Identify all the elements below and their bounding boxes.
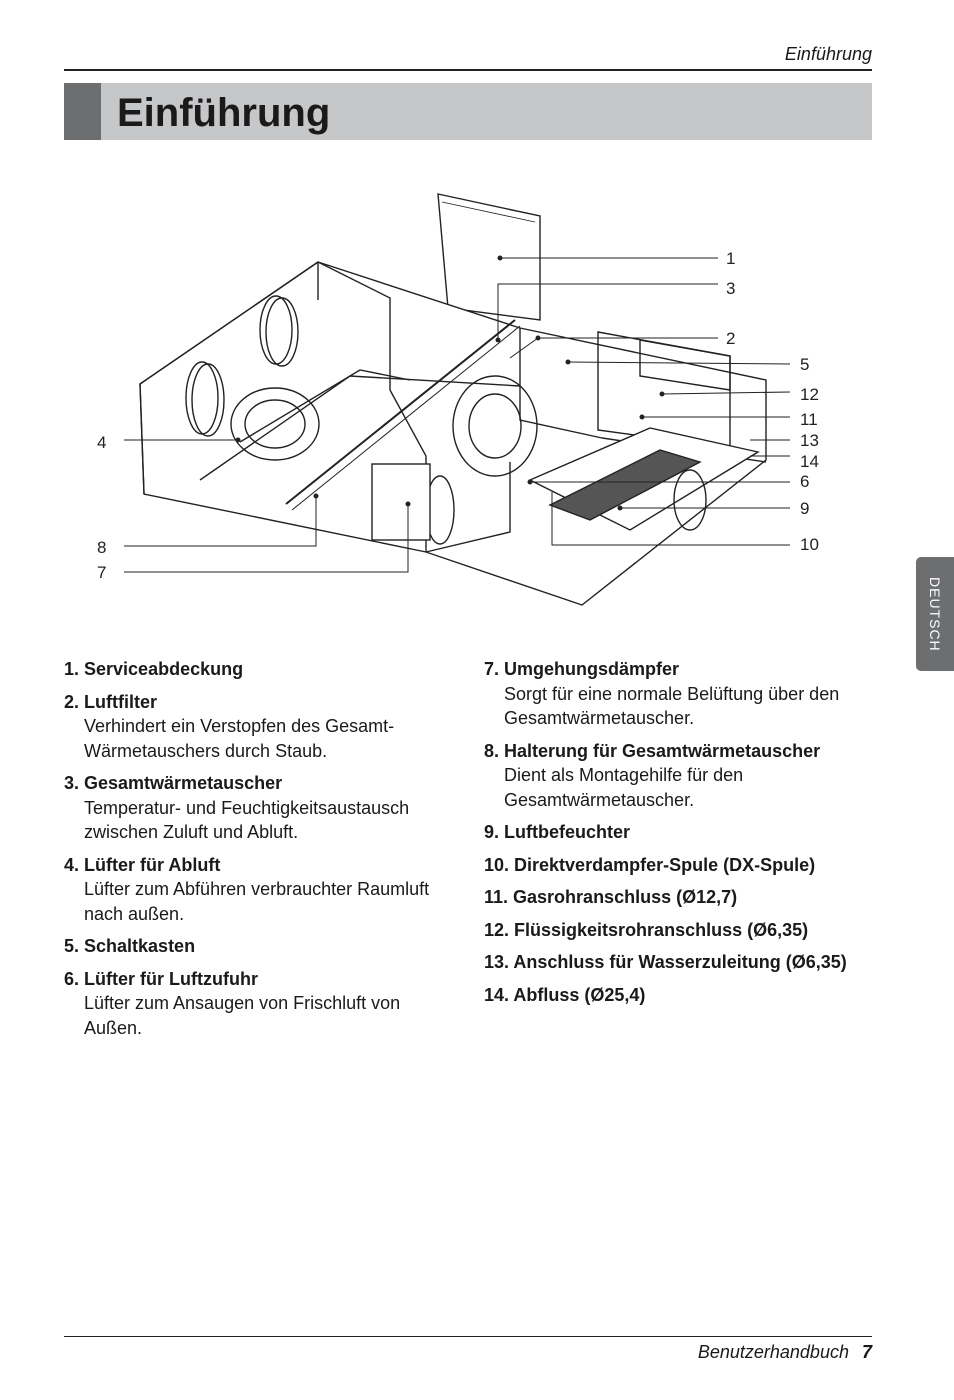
callout-10: 10 [800, 535, 819, 554]
list-item: 1. Serviceabdeckung [64, 657, 454, 682]
callout-11: 11 [800, 410, 818, 429]
unit-diagram: 1 3 2 5 12 11 13 14 6 9 10 4 8 7 [97, 193, 819, 606]
callout-1: 1 [726, 249, 735, 268]
top-rule [64, 69, 872, 71]
list-item: 14. Abfluss (Ø25,4) [484, 983, 884, 1008]
list-item: 11. Gasrohranschluss (Ø12,7) [484, 885, 884, 910]
title-band: Einführung [64, 83, 872, 140]
callout-9: 9 [800, 499, 809, 518]
item-description: Dient als Montagehilfe für den Gesamtwär… [504, 765, 744, 810]
item-title: 11. Gasrohranschluss (Ø12,7) [484, 887, 738, 907]
page-title: Einführung [117, 91, 331, 135]
item-title: 4. Lüfter für Abluft [64, 854, 221, 875]
item-title: 12. Flüssigkeitsrohranschluss (Ø6,35) [484, 919, 809, 940]
leader-lines [124, 255, 791, 573]
item-title: 1. Serviceabdeckung [64, 659, 244, 679]
unit-drawing [139, 193, 767, 606]
list-item: 8. Halterung für Gesamtwärmetauscher Die… [484, 739, 884, 813]
item-description: Lüfter zum Abführen verbrauchter Raumluf… [84, 879, 430, 924]
list-item: 9. Luftbefeuchter [484, 820, 884, 845]
callout-3: 3 [726, 279, 735, 298]
item-description: Verhindert ein Verstopfen des Gesamt-Wär… [84, 716, 395, 761]
item-title: 5. Schaltkasten [64, 936, 196, 956]
callout-7: 7 [97, 563, 106, 582]
item-title: 14. Abfluss (Ø25,4) [484, 984, 646, 1005]
item-title: 7. Umgehungsdämpfer [484, 659, 680, 679]
item-title: 8. Halterung für Gesamtwärmetauscher [484, 740, 821, 761]
callout-2: 2 [726, 329, 735, 348]
running-header: Einführung [784, 44, 872, 64]
parts-list-right: 7. Umgehungsdämpfer Sorgt für eine norma… [484, 657, 884, 1015]
language-tab-label: DEUTSCH [927, 576, 943, 652]
list-item: 7. Umgehungsdämpfer Sorgt für eine norma… [484, 657, 884, 731]
language-tab: DEUTSCH [916, 557, 954, 671]
page-number: 7 [861, 1342, 872, 1362]
list-item: 5. Schaltkasten [64, 934, 454, 959]
list-item: 10. Direktverdampfer-Spule (DX-Spule) [484, 853, 884, 878]
footer: Benutzerhandbuch 7 [698, 1342, 872, 1363]
item-title: 13. Anschluss für Wasserzuleitung (Ø6,35… [484, 952, 847, 972]
list-item: 13. Anschluss für Wasserzuleitung (Ø6,35… [484, 950, 884, 975]
parts-list-left: 1. Serviceabdeckung 2. Luftfilter Verhin… [64, 657, 454, 1048]
item-description: Lüfter zum Ansaugen von Frischluft von A… [84, 993, 401, 1038]
list-item: 12. Flüssigkeitsrohranschluss (Ø6,35) [484, 918, 884, 943]
item-description: Sorgt für eine normale Belüftung über de… [504, 683, 840, 729]
item-title: 9. Luftbefeuchter [484, 822, 631, 842]
footer-label: Benutzerhandbuch [697, 1342, 849, 1362]
item-title: 3. Gesamtwärmetauscher [64, 773, 283, 793]
callout-4: 4 [97, 433, 106, 452]
item-description: Temperatur- und Feuchtigkeitsaustausch z… [84, 797, 410, 843]
callout-8: 8 [97, 538, 106, 557]
list-item: 6. Lüfter für Luftzufuhr Lüfter zum Ansa… [64, 967, 454, 1041]
title-tab-accent [64, 83, 101, 140]
callout-13: 13 [800, 431, 819, 450]
callout-6: 6 [800, 472, 809, 491]
bottom-rule [64, 1336, 872, 1337]
list-item: 3. Gesamtwärmetauscher Temperatur- und F… [64, 771, 454, 845]
callout-12: 12 [800, 385, 819, 404]
list-item: 2. Luftfilter Verhindert ein Verstopfen … [64, 690, 454, 764]
item-title: 6. Lüfter für Luftzufuhr [64, 968, 258, 989]
item-title: 2. Luftfilter [64, 691, 157, 712]
item-title: 10. Direktverdampfer-Spule (DX-Spule) [484, 854, 816, 875]
callout-14: 14 [800, 452, 819, 471]
callout-5: 5 [800, 355, 809, 374]
list-item: 4. Lüfter für Abluft Lüfter zum Abführen… [64, 853, 454, 927]
